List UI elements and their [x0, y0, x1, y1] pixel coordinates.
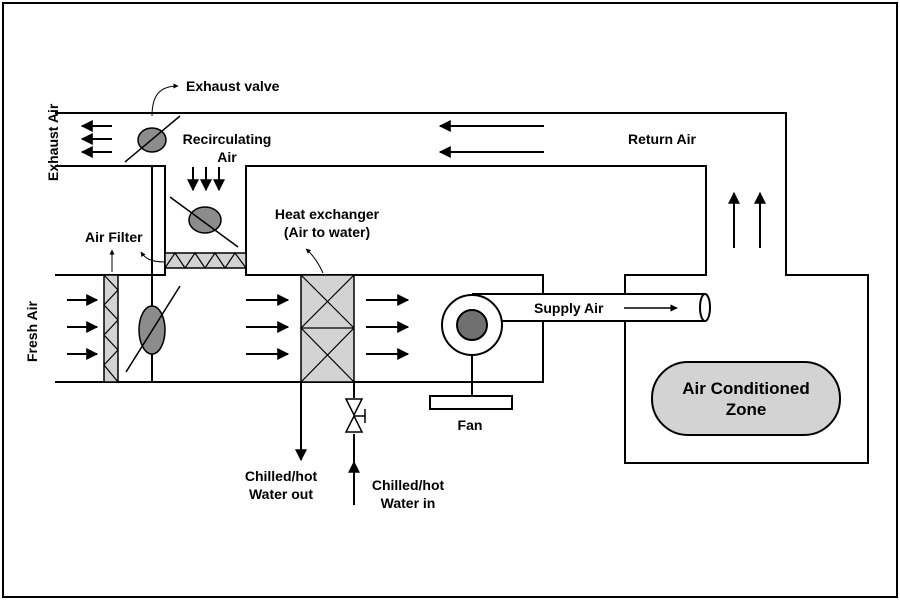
- heat-exchanger: [300, 274, 355, 383]
- heat-exchanger-leader: [305, 248, 324, 274]
- water-out-label-line1: Chilled/hot: [245, 468, 318, 484]
- return-duct-outer: [55, 112, 869, 464]
- heat-exchanger-label-line1: Heat exchanger: [275, 206, 380, 222]
- water-piping: [295, 382, 360, 505]
- heat-exchanger-label-line2: (Air to water): [284, 224, 370, 240]
- supply-air-duct: [472, 293, 711, 322]
- water-in-label-line1: Chilled/hot: [372, 477, 445, 493]
- exhaust-air-label: Exhaust Air: [45, 103, 61, 181]
- water-valve: [344, 398, 366, 433]
- air-filter: [103, 274, 119, 383]
- exhaust-valve-label: Exhaust valve: [186, 78, 280, 94]
- fresh-air-arrows: [67, 294, 99, 360]
- pre-exchanger-arrows: [246, 294, 290, 360]
- post-exchanger-arrows: [366, 294, 410, 360]
- air-conditioned-zone: [651, 361, 841, 436]
- exhaust-valve-leader: [151, 83, 179, 117]
- recirculating-air-label-line2: Air: [217, 149, 237, 165]
- exhaust-damper: [124, 115, 181, 163]
- recirc-filter-leader: [140, 251, 166, 263]
- fan: [429, 294, 513, 410]
- fresh-air-damper: [125, 285, 181, 373]
- recirculation-damper: [169, 196, 239, 248]
- return-air-arrows: [438, 120, 544, 158]
- fan-label: Fan: [458, 417, 483, 433]
- exhaust-arrows: [80, 120, 112, 158]
- fresh-air-label: Fresh Air: [24, 301, 40, 362]
- recirculation-filter: [164, 251, 247, 270]
- zone-return-arrows: [728, 191, 766, 248]
- recirculating-air-label-line1: Recirculating: [183, 131, 272, 147]
- supply-air-label: Supply Air: [534, 300, 604, 316]
- air-filter-label: Air Filter: [85, 229, 143, 245]
- water-in-label-line2: Water in: [381, 495, 436, 511]
- return-air-label: Return Air: [628, 131, 696, 147]
- water-out-label-line2: Water out: [249, 486, 313, 502]
- zone-label-line1: Air Conditioned: [682, 379, 809, 398]
- recirculation-arrows: [187, 167, 225, 192]
- zone-label-line2: Zone: [726, 400, 767, 419]
